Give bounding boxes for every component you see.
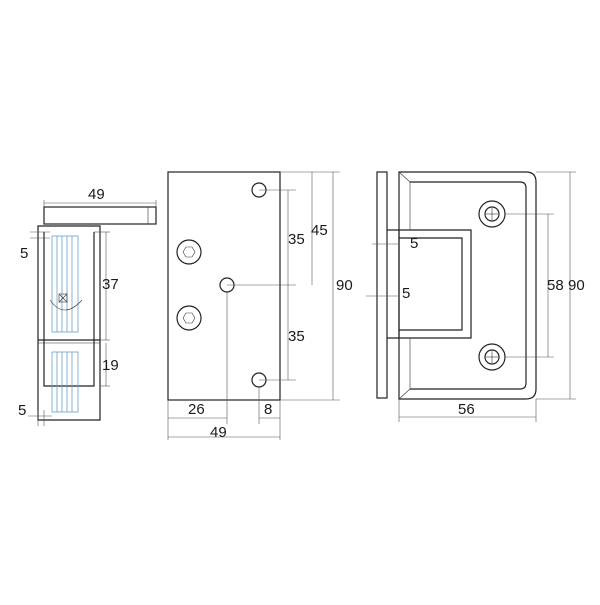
side-dim-clamp-height: 37 bbox=[102, 276, 119, 293]
side-top-plate bbox=[43, 206, 157, 225]
front-hex-screw-upper bbox=[176, 239, 202, 265]
side-screw-icon bbox=[58, 293, 68, 303]
side-view: 49 5 37 19 5 bbox=[18, 186, 157, 426]
front-dim-upper-offset: 45 bbox=[311, 222, 328, 239]
hinge-recess-inner bbox=[399, 237, 463, 331]
front-plate bbox=[167, 171, 281, 401]
hinge-dim-width: 56 bbox=[458, 401, 475, 418]
side-curve bbox=[49, 299, 83, 311]
hinge-dim-recess-lower: 5 bbox=[402, 285, 410, 302]
front-view: 35 35 45 90 26 8 49 bbox=[167, 171, 353, 441]
hinge-back-plate bbox=[376, 171, 388, 399]
front-dim-hole-spacing-lower: 35 bbox=[288, 328, 305, 345]
front-dim-width: 49 bbox=[210, 424, 227, 441]
hinge-recess-outer bbox=[387, 229, 472, 339]
front-dim-height: 90 bbox=[336, 277, 353, 294]
hinge-body-inner bbox=[410, 181, 527, 390]
side-clamp-inner bbox=[43, 232, 95, 387]
side-glass-upper bbox=[51, 235, 79, 333]
hinge-dim-height: 90 bbox=[568, 277, 585, 294]
side-glass-lower bbox=[51, 351, 79, 413]
side-dim-plate-gap: 5 bbox=[20, 245, 28, 262]
front-hex-screw-lower bbox=[176, 305, 202, 331]
side-dim-bottom-gap: 5 bbox=[18, 402, 26, 419]
hinge-view: 5 5 58 90 56 bbox=[366, 171, 585, 422]
hinge-body-outer bbox=[398, 171, 537, 400]
hinge-dim-hole-spacing: 58 bbox=[547, 277, 564, 294]
hinge-dim-recess-upper: 5 bbox=[410, 235, 418, 252]
front-dim-hole-spacing-upper: 35 bbox=[288, 231, 305, 248]
side-clamp-body bbox=[37, 225, 101, 421]
hinge-screw-bottom bbox=[478, 343, 506, 371]
front-dim-hole-offset: 26 bbox=[188, 401, 205, 418]
hinge-screw-top bbox=[478, 200, 506, 228]
side-dim-lower-height: 19 bbox=[102, 357, 119, 374]
front-dim-edge-offset: 8 bbox=[264, 401, 272, 418]
side-dim-width: 49 bbox=[88, 186, 105, 203]
